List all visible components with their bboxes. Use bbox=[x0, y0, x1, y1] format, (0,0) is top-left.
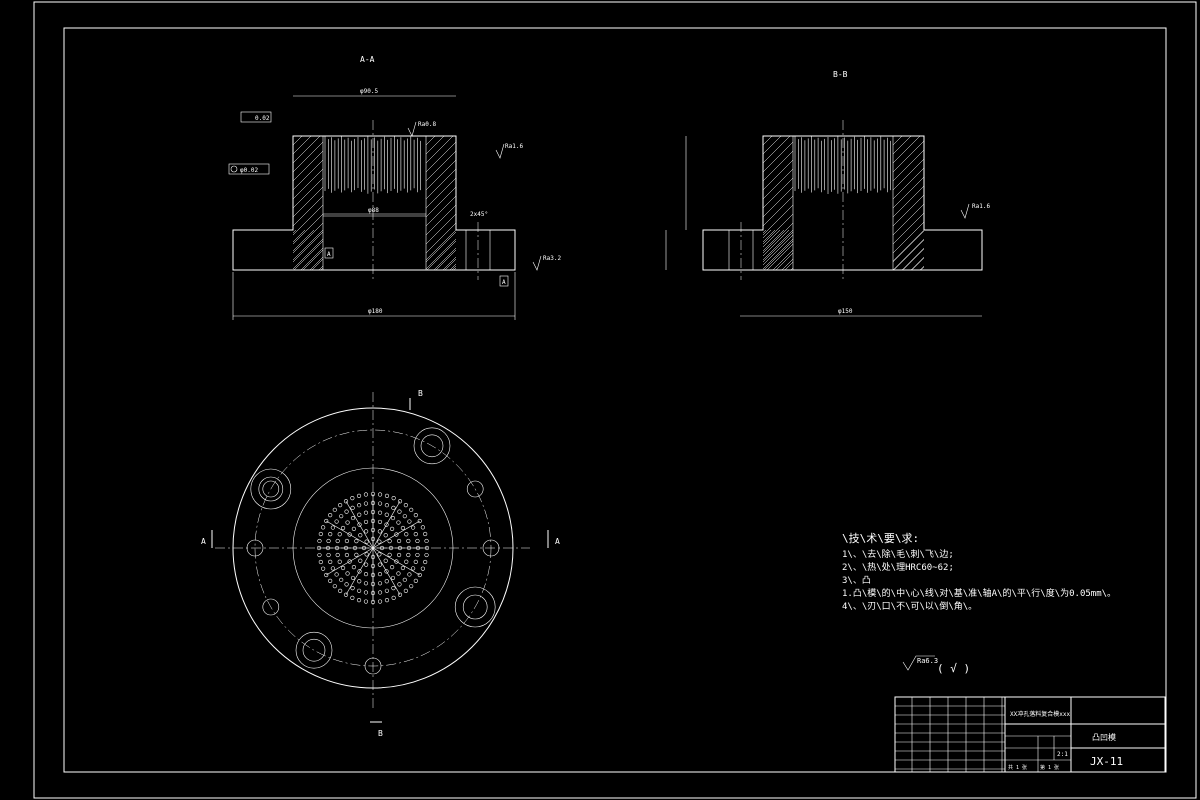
tech-requirements: \技\术\要\求: 1\、\去\除\毛\刺\飞\边; 2\、\热\处\理HRC6… bbox=[842, 532, 1116, 675]
svg-text:A: A bbox=[327, 251, 331, 258]
svg-text:2x45°: 2x45° bbox=[470, 211, 488, 218]
inner-frame bbox=[63, 27, 1167, 773]
svg-text:共 1 张: 共 1 张 bbox=[1008, 764, 1027, 771]
svg-text:B: B bbox=[378, 729, 383, 738]
svg-text:Ra3.2: Ra3.2 bbox=[543, 255, 561, 262]
svg-text:4\、\刃\口\不\可\以\倒\角\。: 4\、\刃\口\不\可\以\倒\角\。 bbox=[842, 600, 977, 612]
svg-text:3\、凸: 3\、凸 bbox=[842, 575, 871, 586]
section-bb-label: B-B bbox=[833, 70, 848, 79]
surface-finish: Ra1.6 bbox=[505, 143, 523, 150]
svg-text:φ180: φ180 bbox=[368, 308, 383, 315]
svg-text:2\、\热\处\理HRC60~62;: 2\、\热\处\理HRC60~62; bbox=[842, 561, 954, 573]
svg-text:A: A bbox=[555, 537, 560, 546]
svg-text:φ90.5: φ90.5 bbox=[360, 88, 378, 95]
section-aa: A-A φ90.5 φ180 φ88 0.02 φ0.02 Ra1.6 R bbox=[228, 55, 561, 320]
svg-text:Ra0.8: Ra0.8 bbox=[418, 121, 436, 128]
svg-text:A: A bbox=[201, 537, 206, 546]
svg-text:φ150: φ150 bbox=[838, 308, 853, 315]
svg-text:φ88: φ88 bbox=[368, 207, 379, 214]
svg-text:2:1: 2:1 bbox=[1057, 751, 1068, 758]
svg-text:( √ ): ( √ ) bbox=[937, 662, 970, 675]
svg-text:A: A bbox=[502, 279, 506, 286]
outer-border bbox=[33, 1, 1197, 799]
drawing-number: JX-11 bbox=[1090, 755, 1123, 768]
svg-text:B: B bbox=[418, 389, 423, 398]
title-block: XX冲孔落料复合模xxx 凸凹模 JX-11 2:1 共 1 张 第 1 张 bbox=[894, 696, 1166, 773]
section-aa-label: A-A bbox=[360, 55, 375, 64]
tech-title: \技\术\要\求: bbox=[842, 532, 919, 545]
plan-view: A A B B bbox=[201, 389, 560, 738]
svg-text:1\、\去\除\毛\刺\飞\边;: 1\、\去\除\毛\刺\飞\边; bbox=[842, 548, 954, 560]
svg-text:第 1 张: 第 1 张 bbox=[1040, 764, 1059, 771]
svg-text:Ra1.6: Ra1.6 bbox=[972, 203, 990, 210]
svg-text:Ra6.3: Ra6.3 bbox=[917, 657, 938, 665]
svg-text:0.02: 0.02 bbox=[255, 115, 270, 122]
part-name: 凸凹模 bbox=[1092, 732, 1116, 742]
svg-text:XX冲孔落料复合模xxx: XX冲孔落料复合模xxx bbox=[1010, 710, 1070, 718]
svg-text:φ0.02: φ0.02 bbox=[240, 167, 258, 174]
svg-text:1.凸\模\的\中\心\线\对\基\准\轴A\的\平\行\度: 1.凸\模\的\中\心\线\对\基\准\轴A\的\平\行\度\为0.05mm\。 bbox=[842, 587, 1116, 599]
section-bb: B-B φ150 Ra1.6 bbox=[665, 70, 990, 317]
